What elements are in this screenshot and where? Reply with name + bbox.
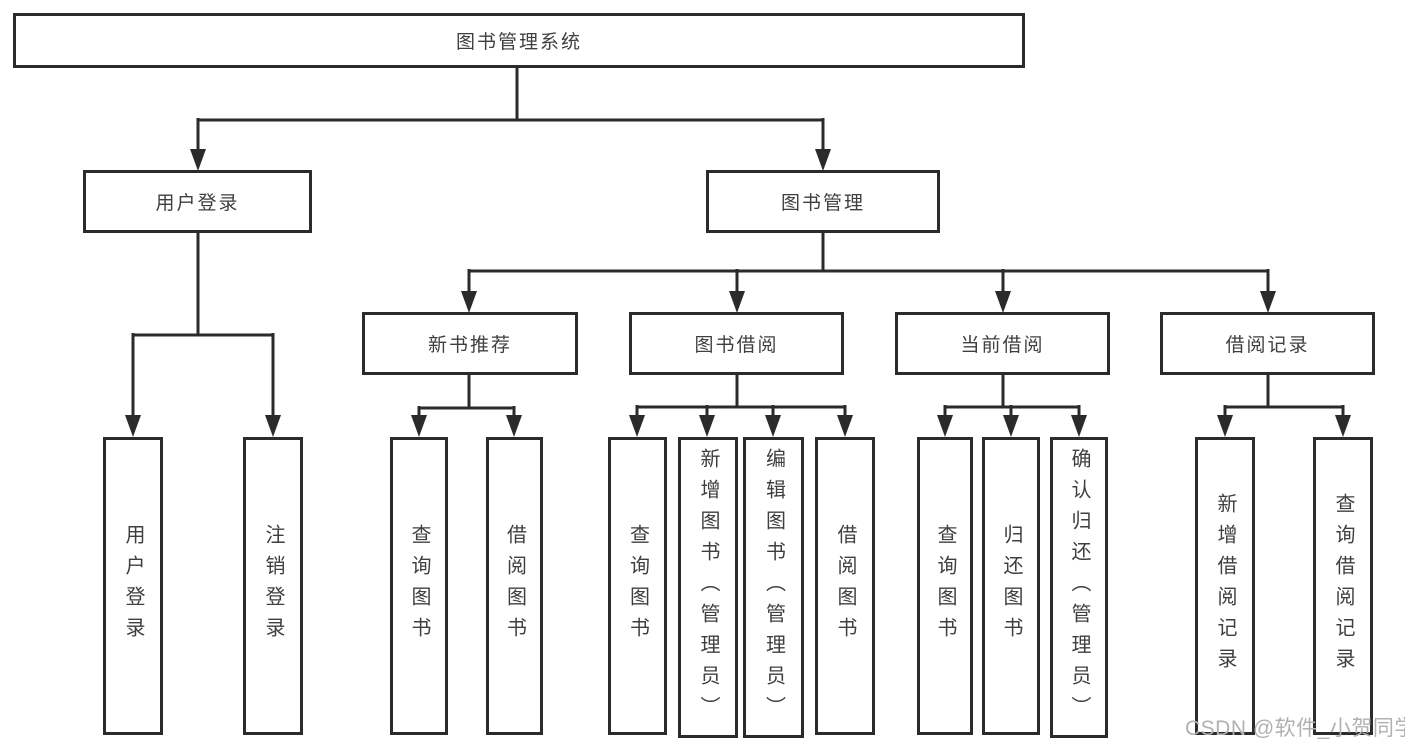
leaf-query-books-recommend: 查询图书 <box>390 437 448 735</box>
leaf-borrow-books-recommend: 借阅图书 <box>486 437 543 735</box>
leaf-add-books-admin: 新增图书（管理员） <box>678 437 738 738</box>
leaf-edit-books-admin: 编辑图书（管理员） <box>743 437 804 738</box>
leaf-query-borrow-record: 查询借阅记录 <box>1313 437 1373 735</box>
node-current-borrow: 当前借阅 <box>895 312 1110 375</box>
node-user-login: 用户登录 <box>83 170 312 233</box>
node-book-borrow: 图书借阅 <box>629 312 844 375</box>
leaf-user-login: 用户登录 <box>103 437 163 735</box>
arrowhead-icons <box>125 149 1351 437</box>
leaf-return-books: 归还图书 <box>982 437 1040 735</box>
node-root-system: 图书管理系统 <box>13 13 1025 68</box>
csdn-watermark: CSDN @软件_小贺同学 <box>1185 717 1405 740</box>
leaf-logout: 注销登录 <box>243 437 303 735</box>
node-new-book-recommend: 新书推荐 <box>362 312 578 375</box>
leaf-query-books-borrow: 查询图书 <box>608 437 667 735</box>
node-book-management: 图书管理 <box>706 170 940 233</box>
leaf-add-borrow-record: 新增借阅记录 <box>1195 437 1255 735</box>
leaf-borrow-books: 借阅图书 <box>815 437 875 735</box>
leaf-confirm-return-admin: 确认归还（管理员） <box>1050 437 1108 738</box>
node-borrow-records: 借阅记录 <box>1160 312 1375 375</box>
leaf-query-books-current: 查询图书 <box>917 437 973 735</box>
